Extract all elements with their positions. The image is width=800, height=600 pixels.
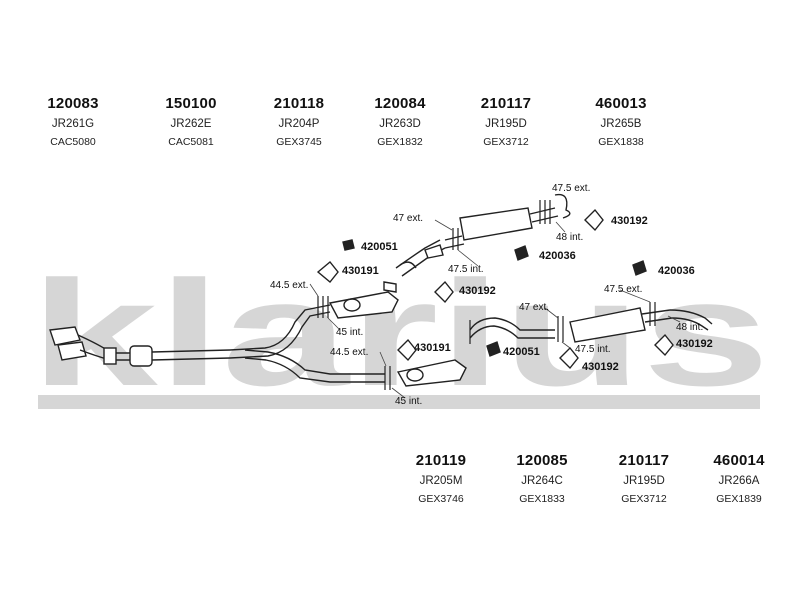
part-ref: JR261G <box>51 118 95 130</box>
part-block-top-1: 120083 JR261G CAC5080 <box>28 95 118 148</box>
label-int-48-right: 48 int. <box>676 322 703 333</box>
label-ext-47-5-right: 47.5 ext. <box>604 284 642 295</box>
part-block-top-5: 210117 JR195D GEX3712 <box>461 95 551 148</box>
part-ref: JR263D <box>379 118 421 130</box>
part-code: CAC5081 <box>168 136 214 148</box>
label-int-47-5-lower: 47.5 int. <box>575 344 611 355</box>
label-ext-47-5-top: 47.5 ext. <box>552 183 590 194</box>
part-code: GEX3712 <box>621 493 667 505</box>
part-number: 210118 <box>273 95 325 112</box>
part-number: 210117 <box>480 95 532 112</box>
part-ref: JR262E <box>170 118 212 130</box>
label-420051-b: 420051 <box>503 346 540 358</box>
label-int-48-top: 48 int. <box>556 232 583 243</box>
part-code: GEX3712 <box>483 136 529 148</box>
part-code: GEX1839 <box>716 493 762 505</box>
part-number: 120085 <box>516 452 568 469</box>
label-ext-47-top: 47 ext. <box>393 213 423 224</box>
label-430192-c: 430192 <box>676 338 713 350</box>
watermark-text: klarius <box>30 249 770 417</box>
part-code: CAC5080 <box>50 136 96 148</box>
label-420036-a: 420036 <box>539 250 576 262</box>
watermark-bar <box>38 395 760 409</box>
label-ext-44-5-upper: 44.5 ext. <box>270 280 308 291</box>
part-block-bottom-3: 210117 JR195D GEX3712 <box>599 452 689 505</box>
part-ref: JR266A <box>718 475 760 487</box>
label-ext-47-mid: 47 ext. <box>519 302 549 313</box>
label-int-45-upper: 45 int. <box>336 327 363 338</box>
front-downpipe <box>49 326 231 367</box>
part-code: GEX1832 <box>377 136 423 148</box>
part-block-top-4: 120084 JR263D GEX1832 <box>355 95 445 148</box>
upper-front-silencer <box>328 291 399 319</box>
label-430192-d: 430192 <box>582 361 619 373</box>
part-number: 120083 <box>47 95 99 112</box>
hangers <box>316 208 674 370</box>
part-block-bottom-1: 210119 JR205M GEX3746 <box>396 452 486 505</box>
brackets <box>342 239 647 357</box>
part-block-top-2: 150100 JR262E CAC5081 <box>146 95 236 148</box>
label-420051-a: 420051 <box>361 241 398 253</box>
part-code: GEX3746 <box>418 493 464 505</box>
leader-lines <box>309 219 681 399</box>
part-ref: JR264C <box>521 475 563 487</box>
part-number: 210119 <box>415 452 467 469</box>
lower-front-silencer <box>396 359 467 387</box>
part-block-bottom-4: 460014 JR266A GEX1839 <box>694 452 784 505</box>
part-number: 460014 <box>713 452 765 469</box>
part-number: 120084 <box>374 95 426 112</box>
label-int-45-lower: 45 int. <box>395 396 422 407</box>
part-code: GEX1833 <box>519 493 565 505</box>
label-430192-b: 430192 <box>459 285 496 297</box>
part-ref: JR195D <box>623 475 665 487</box>
label-ext-44-5-lower: 44.5 ext. <box>330 347 368 358</box>
label-420036-b: 420036 <box>658 265 695 277</box>
part-block-bottom-2: 120085 JR264C GEX1833 <box>497 452 587 505</box>
part-number: 460013 <box>595 95 647 112</box>
part-code: GEX1838 <box>598 136 644 148</box>
part-number: 150100 <box>165 95 217 112</box>
label-430191-a: 430191 <box>342 265 379 277</box>
label-430192-a: 430192 <box>611 215 648 227</box>
part-block-top-6: 460013 JR265B GEX1838 <box>576 95 666 148</box>
y-pipe <box>229 304 385 383</box>
part-ref: JR195D <box>485 118 527 130</box>
joint-marks <box>317 200 656 390</box>
lower-mid-pipe <box>469 307 713 343</box>
upper-mid-pipe <box>395 193 571 277</box>
part-ref: JR204P <box>278 118 320 130</box>
label-int-47-5-mid: 47.5 int. <box>448 264 484 275</box>
part-ref: JR265B <box>600 118 642 130</box>
part-code: GEX3745 <box>276 136 322 148</box>
part-number: 210117 <box>618 452 670 469</box>
part-block-top-3: 210118 JR204P GEX3745 <box>254 95 344 148</box>
label-430191-b: 430191 <box>414 342 451 354</box>
part-ref: JR205M <box>419 475 463 487</box>
